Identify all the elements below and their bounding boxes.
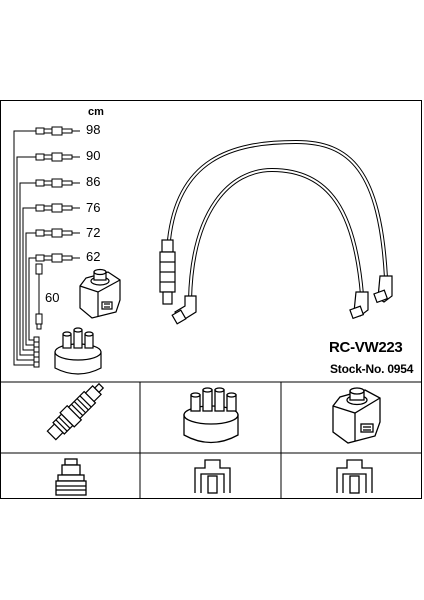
lead-icon-62 — [35, 253, 80, 263]
lead-length-86: 86 — [86, 174, 101, 189]
angled-boot-right-icon — [349, 275, 393, 320]
lead-length-76: 76 — [86, 200, 101, 215]
grid-lines — [0, 381, 422, 499]
straight-boot-icon — [159, 239, 176, 305]
coil-connector-icon — [194, 459, 231, 494]
ignition-coil-icon — [79, 268, 121, 319]
lead-length-90: 90 — [86, 148, 101, 163]
lead-length-60: 60 — [45, 290, 60, 305]
lead-bracket — [13, 130, 36, 366]
spark-plug-icon — [46, 382, 105, 441]
bracket-wire-62 — [28, 257, 36, 341]
stock-number: Stock-No. 0954 — [330, 362, 414, 376]
lead-length-72: 72 — [86, 225, 101, 240]
lead-icon-86 — [35, 178, 80, 188]
bracket-wire-90 — [16, 156, 36, 361]
bracket-wire-98 — [13, 130, 36, 366]
lead-icon-60 — [35, 263, 43, 330]
distributor-cap-large-icon — [183, 387, 239, 444]
unit-label: cm — [88, 106, 104, 118]
lead-icon-72 — [35, 228, 80, 238]
lead-length-62: 62 — [86, 249, 101, 264]
bracket-wire-86 — [19, 182, 36, 356]
coil-connector-icon-2 — [336, 459, 373, 494]
bracket-wire-76 — [22, 207, 36, 351]
bracket-connectors — [33, 336, 40, 368]
ignition-leads — [167, 139, 388, 301]
model-number: RC-VW223 — [329, 339, 403, 356]
lead-icon-76 — [35, 203, 80, 213]
ignition-coil-large-icon — [332, 387, 381, 444]
angled-boot-left-icon — [171, 295, 197, 325]
lead-icon-98 — [35, 126, 80, 136]
lead-icons — [35, 126, 80, 263]
lead-icon-90 — [35, 152, 80, 162]
lead-length-98: 98 — [86, 122, 101, 137]
distributor-cap-icon — [54, 327, 102, 375]
diagram-frame — [0, 100, 422, 499]
plug-boot-icon — [55, 458, 87, 496]
bracket-wire-72 — [25, 232, 36, 346]
